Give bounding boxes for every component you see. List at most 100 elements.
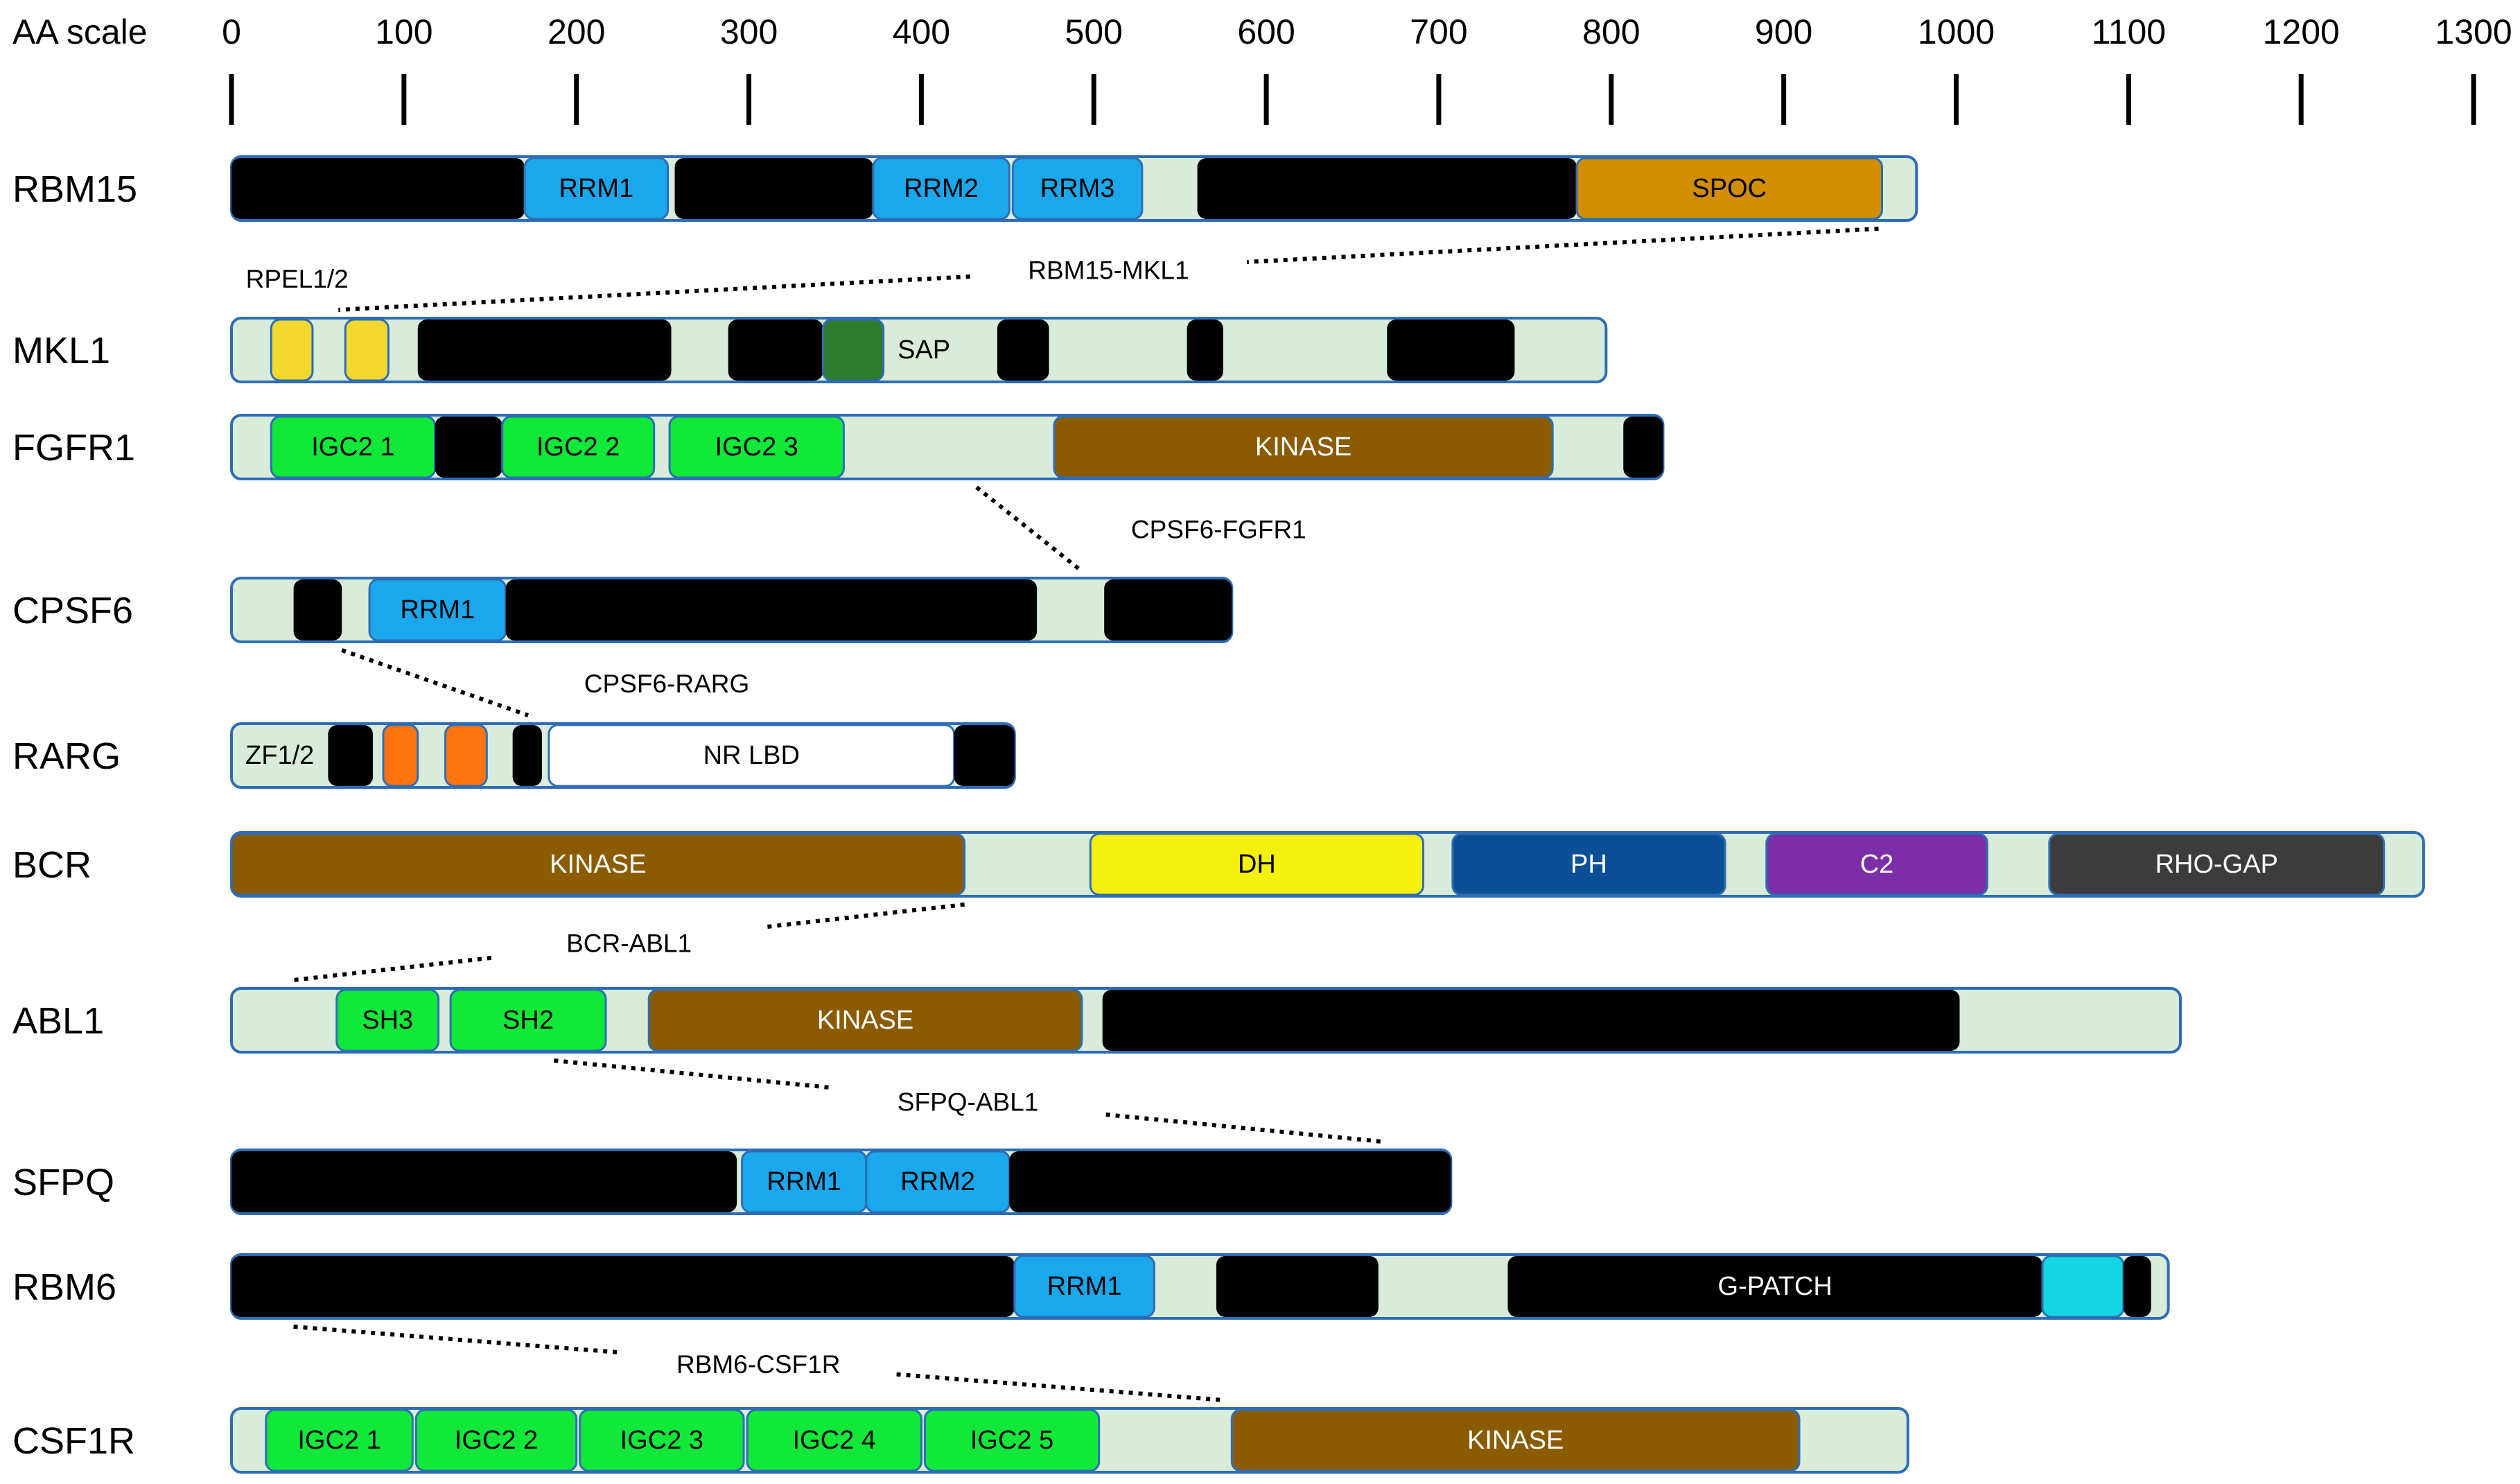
domain-ph xyxy=(1451,832,1726,896)
domain-black xyxy=(997,320,1049,381)
domain-label: SH3 xyxy=(362,1006,413,1035)
domain-label: SH2 xyxy=(502,1006,554,1035)
protein-name: RBM6 xyxy=(12,1266,116,1308)
domain-black xyxy=(1623,417,1663,478)
domain-black xyxy=(328,725,374,786)
protein-name: RARG xyxy=(12,735,121,777)
domain-rrm3 xyxy=(1011,157,1144,220)
protein-name: SFPQ xyxy=(12,1162,114,1203)
domain-rpel xyxy=(344,318,390,382)
scale-tick-label: 200 xyxy=(548,12,605,51)
protein-name: BCR xyxy=(12,844,91,886)
domain-label: RRM1 xyxy=(401,595,475,625)
fusion-line xyxy=(341,648,530,717)
scale-tick-label: 500 xyxy=(1065,12,1123,51)
fusion-label: CPSF6-FGFR1 xyxy=(1131,516,1306,544)
domain-label: IGC2 5 xyxy=(970,1426,1053,1455)
domain-g-patch xyxy=(1507,1256,2042,1317)
scale-tick-label: 100 xyxy=(375,12,432,51)
domain-label: G-PATCH xyxy=(1718,1272,1832,1301)
domain-black xyxy=(674,158,873,219)
scale-tick-label: 1300 xyxy=(2435,12,2512,51)
scale-tick-label: 1100 xyxy=(2092,12,2167,51)
protein-name: MKL1 xyxy=(12,330,110,372)
rpel-annotation: RPEL1/2 xyxy=(246,265,349,293)
domain-kinase xyxy=(230,832,966,896)
domain-label: RRM1 xyxy=(767,1167,841,1196)
domain-kinase xyxy=(647,988,1083,1052)
domain-orange xyxy=(382,724,419,787)
fusion-line xyxy=(293,955,492,982)
domain-rpel xyxy=(270,318,314,382)
domain-black xyxy=(417,320,672,381)
fusion-connectors: RBM15-MKL1CPSF6-FGFR1CPSF6-RARGBCR-ABL1S… xyxy=(246,227,1879,1402)
fusion-line xyxy=(338,274,970,312)
domain-igc2-1 xyxy=(265,1408,414,1472)
domain-label: PH xyxy=(1570,850,1607,879)
fusion-bcr-abl1: BCR-ABL1 xyxy=(293,902,965,982)
domain-igc2-3 xyxy=(579,1408,745,1472)
fusion-label: SFPQ-ABL1 xyxy=(898,1088,1039,1117)
domain-label: IGC2 2 xyxy=(455,1426,538,1455)
protein-name: FGFR1 xyxy=(12,427,135,469)
fusion-rbm15-mkl1: RBM15-MKL1 xyxy=(338,227,1879,312)
fusion-label: BCR-ABL1 xyxy=(566,929,692,958)
scale-tick-label: 300 xyxy=(720,12,778,51)
domain-black xyxy=(954,725,1015,786)
domain-label: RRM3 xyxy=(1040,174,1115,203)
domain-black xyxy=(231,1151,737,1212)
protein-name: RBM15 xyxy=(12,168,137,210)
domain-black xyxy=(728,320,823,381)
domain-black xyxy=(1009,1151,1451,1212)
protein-name: CSF1R xyxy=(12,1420,135,1462)
scale-tick-label: 800 xyxy=(1582,12,1640,51)
domain-black xyxy=(435,417,502,478)
scale-tick-label: 700 xyxy=(1410,12,1467,51)
domain-label: NR LBD xyxy=(703,741,800,770)
fusion-line xyxy=(975,485,1082,572)
fusion-sfpq-abl1: SFPQ-ABL1 xyxy=(554,1058,1383,1144)
domain-black xyxy=(293,579,342,640)
fusion-line xyxy=(1246,227,1879,264)
domain-black xyxy=(231,1256,1015,1317)
domain-label: IGC2 3 xyxy=(715,433,798,462)
domain-black xyxy=(1104,579,1232,640)
domain-cyan xyxy=(2041,1255,2125,1318)
domain-black xyxy=(1187,320,1223,381)
protein-track-rbm6: RBM6 RRM1 G-PATCH xyxy=(12,1253,2170,1320)
domain-label: DH xyxy=(1238,850,1276,879)
domain-igc2-5 xyxy=(923,1408,1101,1472)
domain-label: SPOC xyxy=(1692,174,1767,203)
scale-tick-label: 0 xyxy=(222,12,241,51)
domain-label: KINASE xyxy=(550,850,646,879)
domain-sh3 xyxy=(335,988,440,1052)
domain-black xyxy=(512,725,542,786)
domain-igc2-3 xyxy=(668,415,845,479)
domain-sap xyxy=(822,318,885,382)
scale-tick-label: 400 xyxy=(893,12,950,51)
fusion-line xyxy=(767,902,965,929)
domain-black xyxy=(1216,1256,1379,1317)
domain-spoc xyxy=(1575,157,1883,220)
domain-label: IGC2 4 xyxy=(793,1426,876,1455)
fusion-rbm6-csf1r: RBM6-CSF1R xyxy=(293,1325,1224,1402)
domain-label: IGC2 1 xyxy=(311,433,394,462)
domain-orange xyxy=(444,724,488,787)
domain-rho-gap xyxy=(2048,832,2386,896)
domain-label: KINASE xyxy=(1467,1426,1564,1455)
fusion-label: RBM6-CSF1R xyxy=(676,1350,840,1379)
fusion-label: RBM15-MKL1 xyxy=(1028,256,1189,285)
domain-rrm1 xyxy=(1013,1255,1155,1318)
domain-label: RRM1 xyxy=(1047,1272,1122,1301)
